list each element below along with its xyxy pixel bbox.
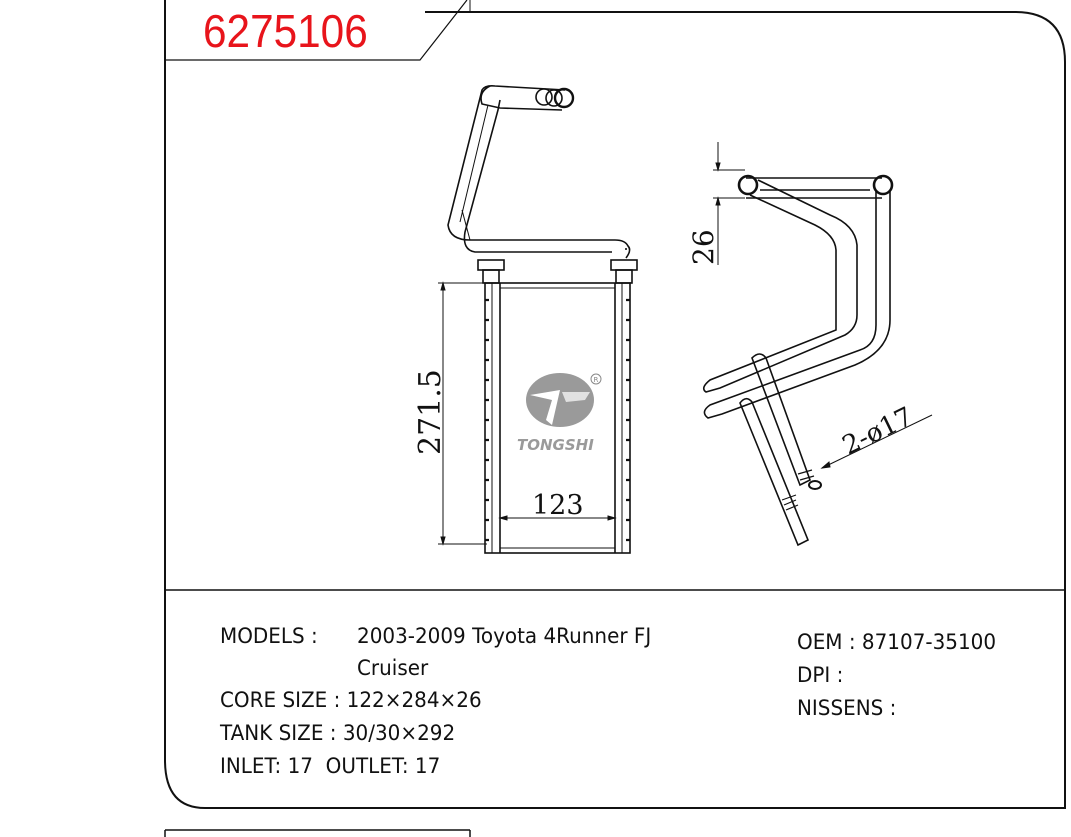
part-number: 6275106 xyxy=(203,5,368,57)
dim-height: 271.5 xyxy=(413,369,448,455)
front-view xyxy=(438,85,638,554)
nissens-number: NISSENS : xyxy=(797,696,897,720)
dim-pipe: 2-ø17 xyxy=(838,402,918,461)
oem-number: OEM : 87107-35100 xyxy=(797,630,997,654)
dim-width: 123 xyxy=(532,490,584,521)
models-value: 2003-2009 Toyota 4Runner FJ xyxy=(357,624,652,648)
tank-size: TANK SIZE : 30/30×292 xyxy=(220,721,456,745)
side-view xyxy=(702,142,933,547)
logo-text: TONGSHI xyxy=(517,436,594,454)
models-value-cont: Cruiser xyxy=(357,656,429,680)
tongshi-logo: R TONGSHI xyxy=(517,373,602,454)
inlet-outlet: INLET: 17 OUTLET: 17 xyxy=(220,754,441,778)
dpi-number: DPI : xyxy=(797,663,844,687)
dim-depth: 26 xyxy=(687,229,720,265)
svg-text:R: R xyxy=(594,376,599,384)
core-size: CORE SIZE : 122×284×26 xyxy=(220,688,482,712)
models-label: MODELS : xyxy=(220,624,318,648)
